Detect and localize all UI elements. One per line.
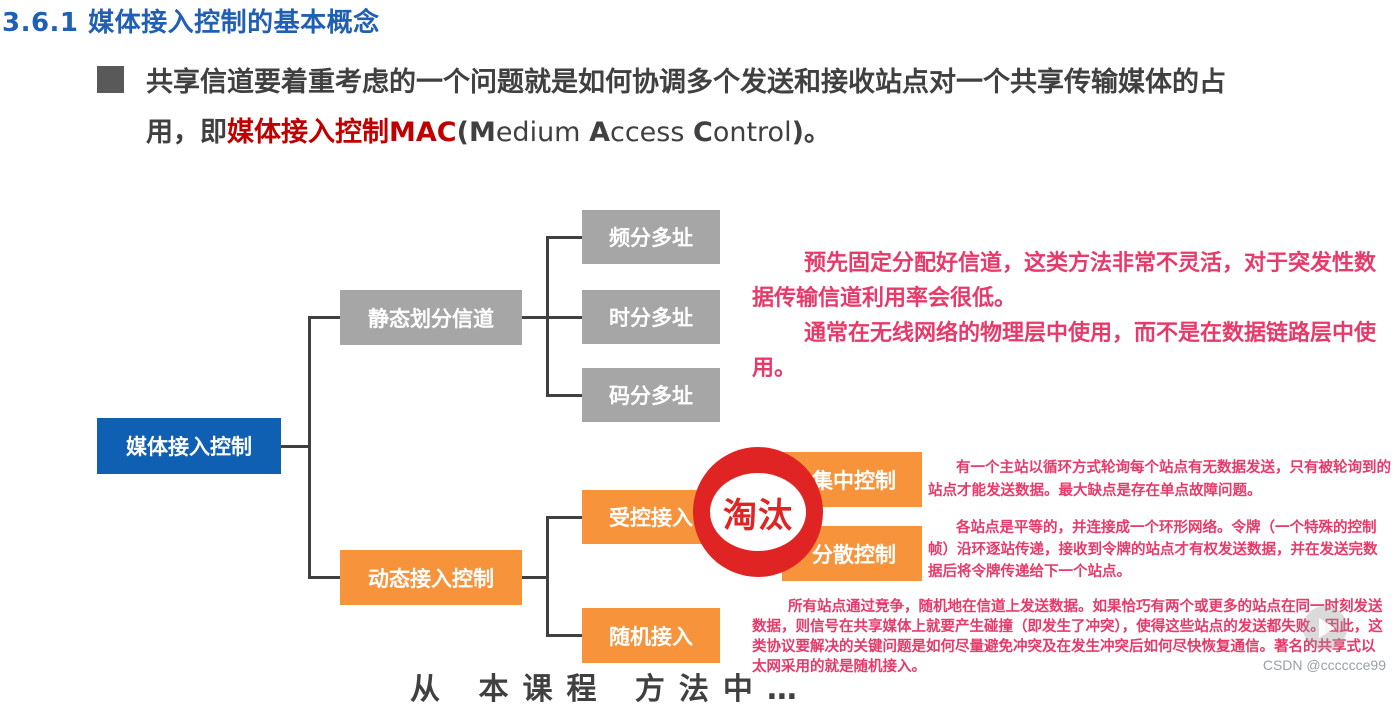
stamp-inner: 淘汰 bbox=[710, 473, 806, 551]
connector bbox=[522, 576, 548, 579]
tdma-node: 时分多址 bbox=[582, 290, 720, 344]
central-control-note: 有一个主站以循环方式轮询每个站点有无数据发送，只有被轮询到的站点才能发送数据。最… bbox=[928, 460, 1391, 499]
mac-m: M bbox=[468, 117, 496, 148]
intro-prefix: 用，即 bbox=[146, 117, 227, 148]
intro-paragraph: 共享信道要着重考虑的一个问题就是如何协调多个发送和接收站点对一个共享传输媒体的占… bbox=[146, 58, 1376, 158]
connector bbox=[308, 316, 340, 319]
watermark: CSDN @cccccce99 bbox=[1262, 657, 1386, 673]
static-note-line-1: 预先固定分配好信道，这类方法非常不灵活，对于突发性数据传输信道利用率会很低。 bbox=[752, 251, 1377, 311]
static-note: 预先固定分配好信道，这类方法非常不灵活，对于突发性数据传输信道利用率会很低。 通… bbox=[752, 246, 1392, 386]
dynamic-access-node: 动态接入控制 bbox=[340, 550, 522, 605]
fdma-node: 频分多址 bbox=[582, 210, 720, 264]
intro-line-2: 用，即媒体接入控制MAC(Medium Access Control)。 bbox=[146, 108, 1376, 158]
connector bbox=[546, 236, 582, 239]
page-title: 3.6.1 媒体接入控制的基本概念 bbox=[2, 8, 380, 38]
mac-c: C bbox=[693, 117, 713, 148]
distributed-control-note: 各站点是平等的，并连接成一个环形网络。令牌（一个特殊的控制帧）沿环逐站传递，接收… bbox=[928, 520, 1378, 580]
connector bbox=[280, 445, 310, 448]
mac-a: A bbox=[589, 117, 610, 148]
connector bbox=[546, 516, 582, 519]
mac-term: 媒体接入控制MAC bbox=[227, 117, 457, 148]
connector bbox=[308, 576, 340, 579]
mac-a-rest: ccess bbox=[609, 117, 693, 148]
cut-off-text: 从 本课程 方法中… bbox=[410, 672, 811, 707]
connector bbox=[546, 394, 582, 397]
connector bbox=[546, 316, 582, 319]
stamp-text: 淘汰 bbox=[723, 495, 793, 536]
random-access-note: 所有站点通过竞争，随机地在信道上发送数据。如果恰巧有两个或更多的站点在同一时刻发… bbox=[752, 599, 1383, 675]
play-icon[interactable] bbox=[1303, 606, 1347, 650]
static-channel-node: 静态划分信道 bbox=[340, 290, 522, 345]
static-note-line-2: 通常在无线网络的物理层中使用，而不是在数据链路层中使用。 bbox=[752, 321, 1377, 381]
mac-c-rest: ontrol bbox=[712, 117, 792, 148]
random-access-node: 随机接入 bbox=[582, 608, 720, 663]
connector bbox=[308, 316, 311, 579]
mac-close: )。 bbox=[791, 117, 831, 148]
mac-open: ( bbox=[456, 117, 469, 148]
intro-line-1: 共享信道要着重考虑的一个问题就是如何协调多个发送和接收站点对一个共享传输媒体的占 bbox=[146, 67, 1226, 98]
root-node: 媒体接入控制 bbox=[97, 418, 281, 474]
cdma-node: 码分多址 bbox=[582, 368, 720, 422]
mac-m-rest: edium bbox=[495, 117, 590, 148]
connector bbox=[546, 516, 549, 636]
connector bbox=[546, 634, 582, 637]
obsolete-stamp-icon: 淘汰 bbox=[693, 447, 823, 577]
connector bbox=[522, 316, 548, 319]
bullet-square-icon bbox=[97, 66, 124, 93]
